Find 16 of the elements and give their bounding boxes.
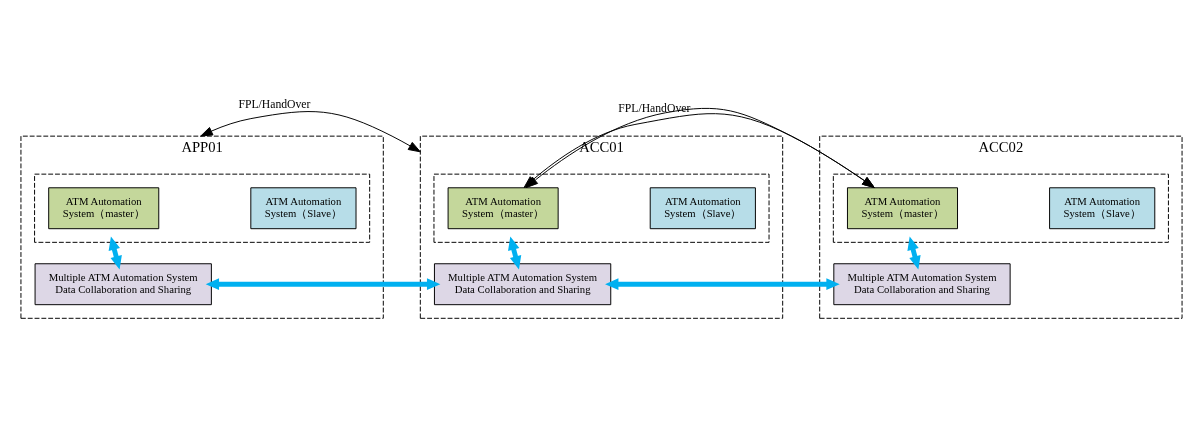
edge-label: FPL/HandOver <box>618 101 691 115</box>
edge-label: FPL/HandOver <box>238 98 311 112</box>
node-box: ATM Automation System（Slave） <box>1049 187 1156 230</box>
node-box: Multiple ATM Automation System Data Collaboration and Sharing <box>34 263 212 306</box>
node-box: Multiple ATM Automation System Data Collaboration and Sharing <box>833 263 1011 306</box>
cluster <box>34 173 371 243</box>
arrow <box>200 111 421 153</box>
arrow <box>605 278 840 291</box>
node-box: Multiple ATM Automation System Data Collaboration and Sharing <box>433 263 612 306</box>
node-box: ATM Automation System（Slave） <box>250 187 357 230</box>
arrow <box>205 278 441 291</box>
node-box: ATM Automation System（Slave） <box>649 187 756 230</box>
node-box: ATM Automation System（master） <box>846 187 958 230</box>
cluster <box>832 173 1169 243</box>
node-box: ATM Automation System（master） <box>447 187 559 230</box>
node-box: ATM Automation System（master） <box>48 187 160 230</box>
